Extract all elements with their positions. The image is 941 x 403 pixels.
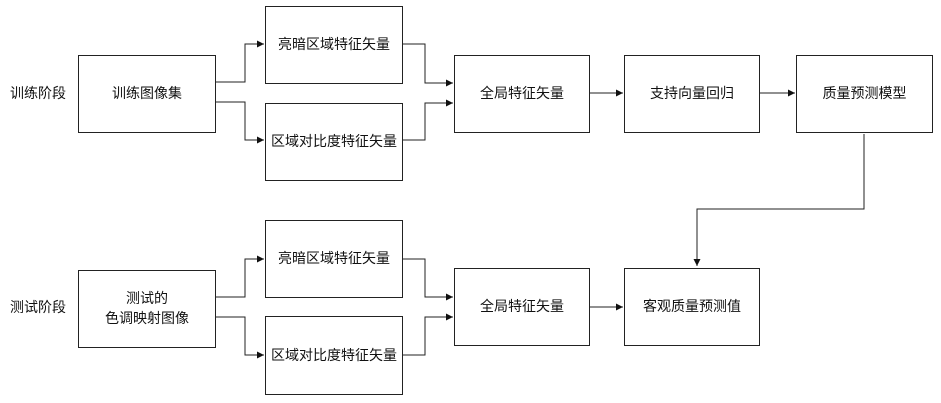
predicted-value-box: 客观质量预测值	[624, 268, 760, 346]
test-brightness-feature-box: 亮暗区域特征矢量	[265, 220, 403, 298]
arrow-test-image-to-brightness	[216, 259, 264, 297]
test-brightness-feature-label: 亮暗区域特征矢量	[278, 249, 390, 269]
test-image-label-line1: 测试的	[126, 289, 168, 309]
test-image-label-line2: 色调映射图像	[105, 309, 189, 329]
arrow-test-image-to-contrast	[216, 317, 264, 355]
train-brightness-feature-label: 亮暗区域特征矢量	[278, 35, 390, 55]
arrow-test-contrast-to-global	[403, 317, 453, 355]
testing-stage-label: 测试阶段	[10, 299, 66, 317]
predicted-value-label: 客观质量预测值	[643, 297, 741, 317]
test-image-box: 测试的 色调映射图像	[78, 270, 216, 348]
train-global-feature-box: 全局特征矢量	[454, 55, 590, 133]
train-contrast-feature-label: 区域对比度特征矢量	[271, 132, 397, 152]
arrow-brightness-to-global	[403, 44, 453, 83]
arrow-image-set-to-contrast	[216, 102, 264, 140]
arrow-contrast-to-global	[403, 103, 453, 140]
svr-label: 支持向量回归	[650, 84, 734, 104]
train-contrast-feature-box: 区域对比度特征矢量	[265, 103, 403, 181]
test-global-feature-label: 全局特征矢量	[480, 297, 564, 317]
svr-box: 支持向量回归	[624, 55, 760, 133]
test-contrast-feature-box: 区域对比度特征矢量	[265, 316, 403, 395]
training-image-set-label: 训练图像集	[112, 84, 182, 104]
test-global-feature-box: 全局特征矢量	[454, 268, 590, 346]
arrow-image-set-to-brightness	[216, 44, 264, 82]
arrow-test-brightness-to-global	[403, 259, 453, 297]
quality-model-box: 质量预测模型	[796, 55, 933, 133]
quality-model-label: 质量预测模型	[823, 84, 907, 104]
test-contrast-feature-label: 区域对比度特征矢量	[271, 346, 397, 366]
training-stage-label: 训练阶段	[10, 85, 66, 103]
train-brightness-feature-box: 亮暗区域特征矢量	[265, 6, 403, 84]
training-image-set-box: 训练图像集	[78, 55, 216, 133]
arrow-model-to-prediction	[697, 134, 864, 266]
train-global-feature-label: 全局特征矢量	[480, 84, 564, 104]
